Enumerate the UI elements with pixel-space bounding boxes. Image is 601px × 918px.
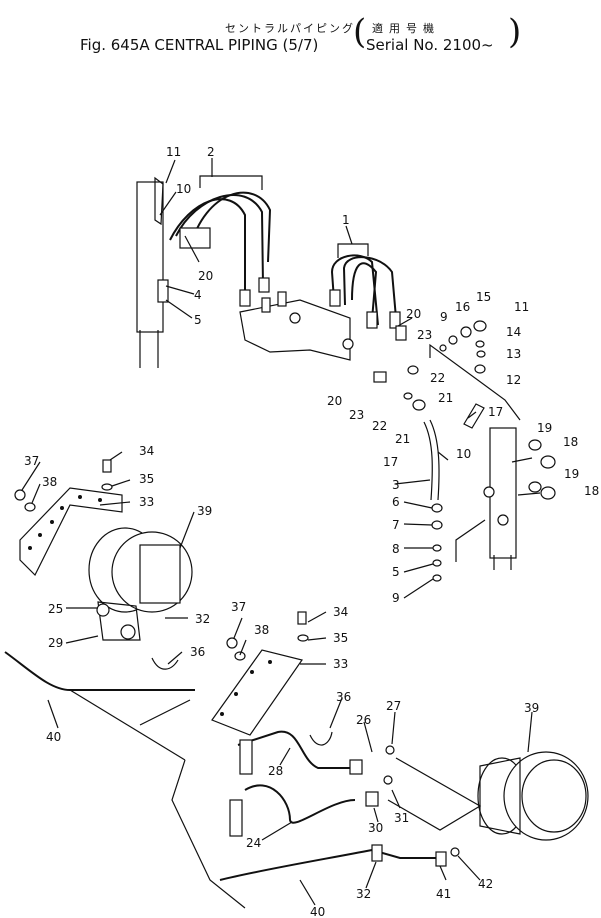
callout-31: 31	[394, 811, 409, 825]
motor-assembly-right	[477, 751, 589, 841]
callout-40: 40	[46, 730, 61, 744]
callout-2: 2	[207, 145, 215, 159]
callout-15: 15	[476, 290, 491, 304]
callout-20: 20	[406, 307, 421, 321]
callout-22: 22	[430, 371, 445, 385]
callout-7: 7	[392, 518, 400, 532]
hoses-lower	[4, 651, 460, 909]
callout-11: 11	[514, 300, 529, 314]
callout-18: 18	[584, 484, 599, 498]
callout-5: 5	[194, 313, 202, 327]
callout-22: 22	[372, 419, 387, 433]
callout-12: 12	[506, 373, 521, 387]
callout-6: 6	[392, 495, 400, 509]
plate-assembly-lower	[211, 611, 333, 746]
left-cylinder	[136, 176, 169, 368]
callout-32: 32	[356, 887, 371, 901]
callout-28: 28	[268, 764, 283, 778]
callout-9: 9	[392, 591, 400, 605]
serial-bracket-right: )	[508, 12, 522, 52]
callout-1: 1	[342, 213, 350, 227]
callout-35: 35	[139, 472, 154, 486]
callout-34: 34	[139, 444, 154, 458]
callout-24: 24	[246, 836, 261, 850]
callout-38: 38	[254, 623, 269, 637]
callout-21: 21	[395, 432, 410, 446]
callout-38: 38	[42, 475, 57, 489]
callout-23: 23	[417, 328, 432, 342]
callout-4: 4	[194, 288, 202, 302]
callout-39: 39	[197, 504, 212, 518]
callout-40: 40	[310, 905, 325, 918]
callout-29: 29	[48, 636, 63, 650]
callout-20: 20	[327, 394, 342, 408]
serial-number-range: Serial No. 2100~	[366, 36, 494, 54]
callout-23: 23	[349, 408, 364, 422]
callout-17: 17	[488, 405, 503, 419]
callout-33: 33	[333, 657, 348, 671]
callout-20: 20	[198, 269, 213, 283]
callout-19: 19	[537, 421, 552, 435]
callout-5: 5	[392, 565, 400, 579]
callout-26: 26	[356, 713, 371, 727]
mounting-bracket-upper	[239, 291, 354, 361]
serial-japanese-label: 適用号機	[372, 22, 440, 35]
callout-36: 36	[336, 690, 351, 704]
callout-3: 3	[392, 478, 400, 492]
callout-25: 25	[48, 602, 63, 616]
callout-8: 8	[392, 542, 400, 556]
callout-18: 18	[563, 435, 578, 449]
callout-11: 11	[166, 145, 181, 159]
callout-27: 27	[386, 699, 401, 713]
callout-17: 17	[383, 455, 398, 469]
callout-labels: 11 2 10 20 4 5 1 9 16 15 11 20 14 23 13 …	[24, 145, 599, 918]
callout-36: 36	[190, 645, 205, 659]
callout-14: 14	[506, 325, 521, 339]
callout-37: 37	[24, 454, 39, 468]
callout-16: 16	[455, 300, 470, 314]
callout-34: 34	[333, 605, 348, 619]
hose-assembly-2	[169, 191, 272, 307]
callout-9: 9	[440, 310, 448, 324]
callout-30: 30	[368, 821, 383, 835]
figure-title: Fig. 645A CENTRAL PIPING (5/7)	[80, 36, 319, 54]
callout-19: 19	[564, 467, 579, 481]
callout-41: 41	[436, 887, 451, 901]
callout-21: 21	[438, 391, 453, 405]
hose-assembly-1	[329, 254, 401, 329]
callout-35: 35	[333, 631, 348, 645]
callout-37: 37	[231, 600, 246, 614]
callout-10: 10	[176, 182, 191, 196]
callout-42: 42	[478, 877, 493, 891]
leader-lines	[21, 158, 541, 906]
callout-13: 13	[506, 347, 521, 361]
callout-39: 39	[524, 701, 539, 715]
right-cylinder	[483, 427, 517, 570]
serial-bracket-left: (	[353, 12, 367, 52]
callout-32: 32	[195, 612, 210, 626]
japanese-title: セントラルパイピング	[225, 22, 355, 35]
callout-10: 10	[456, 447, 471, 461]
motor-assembly-left	[14, 459, 193, 670]
callout-33: 33	[139, 495, 154, 509]
fitting-stack	[373, 320, 556, 582]
